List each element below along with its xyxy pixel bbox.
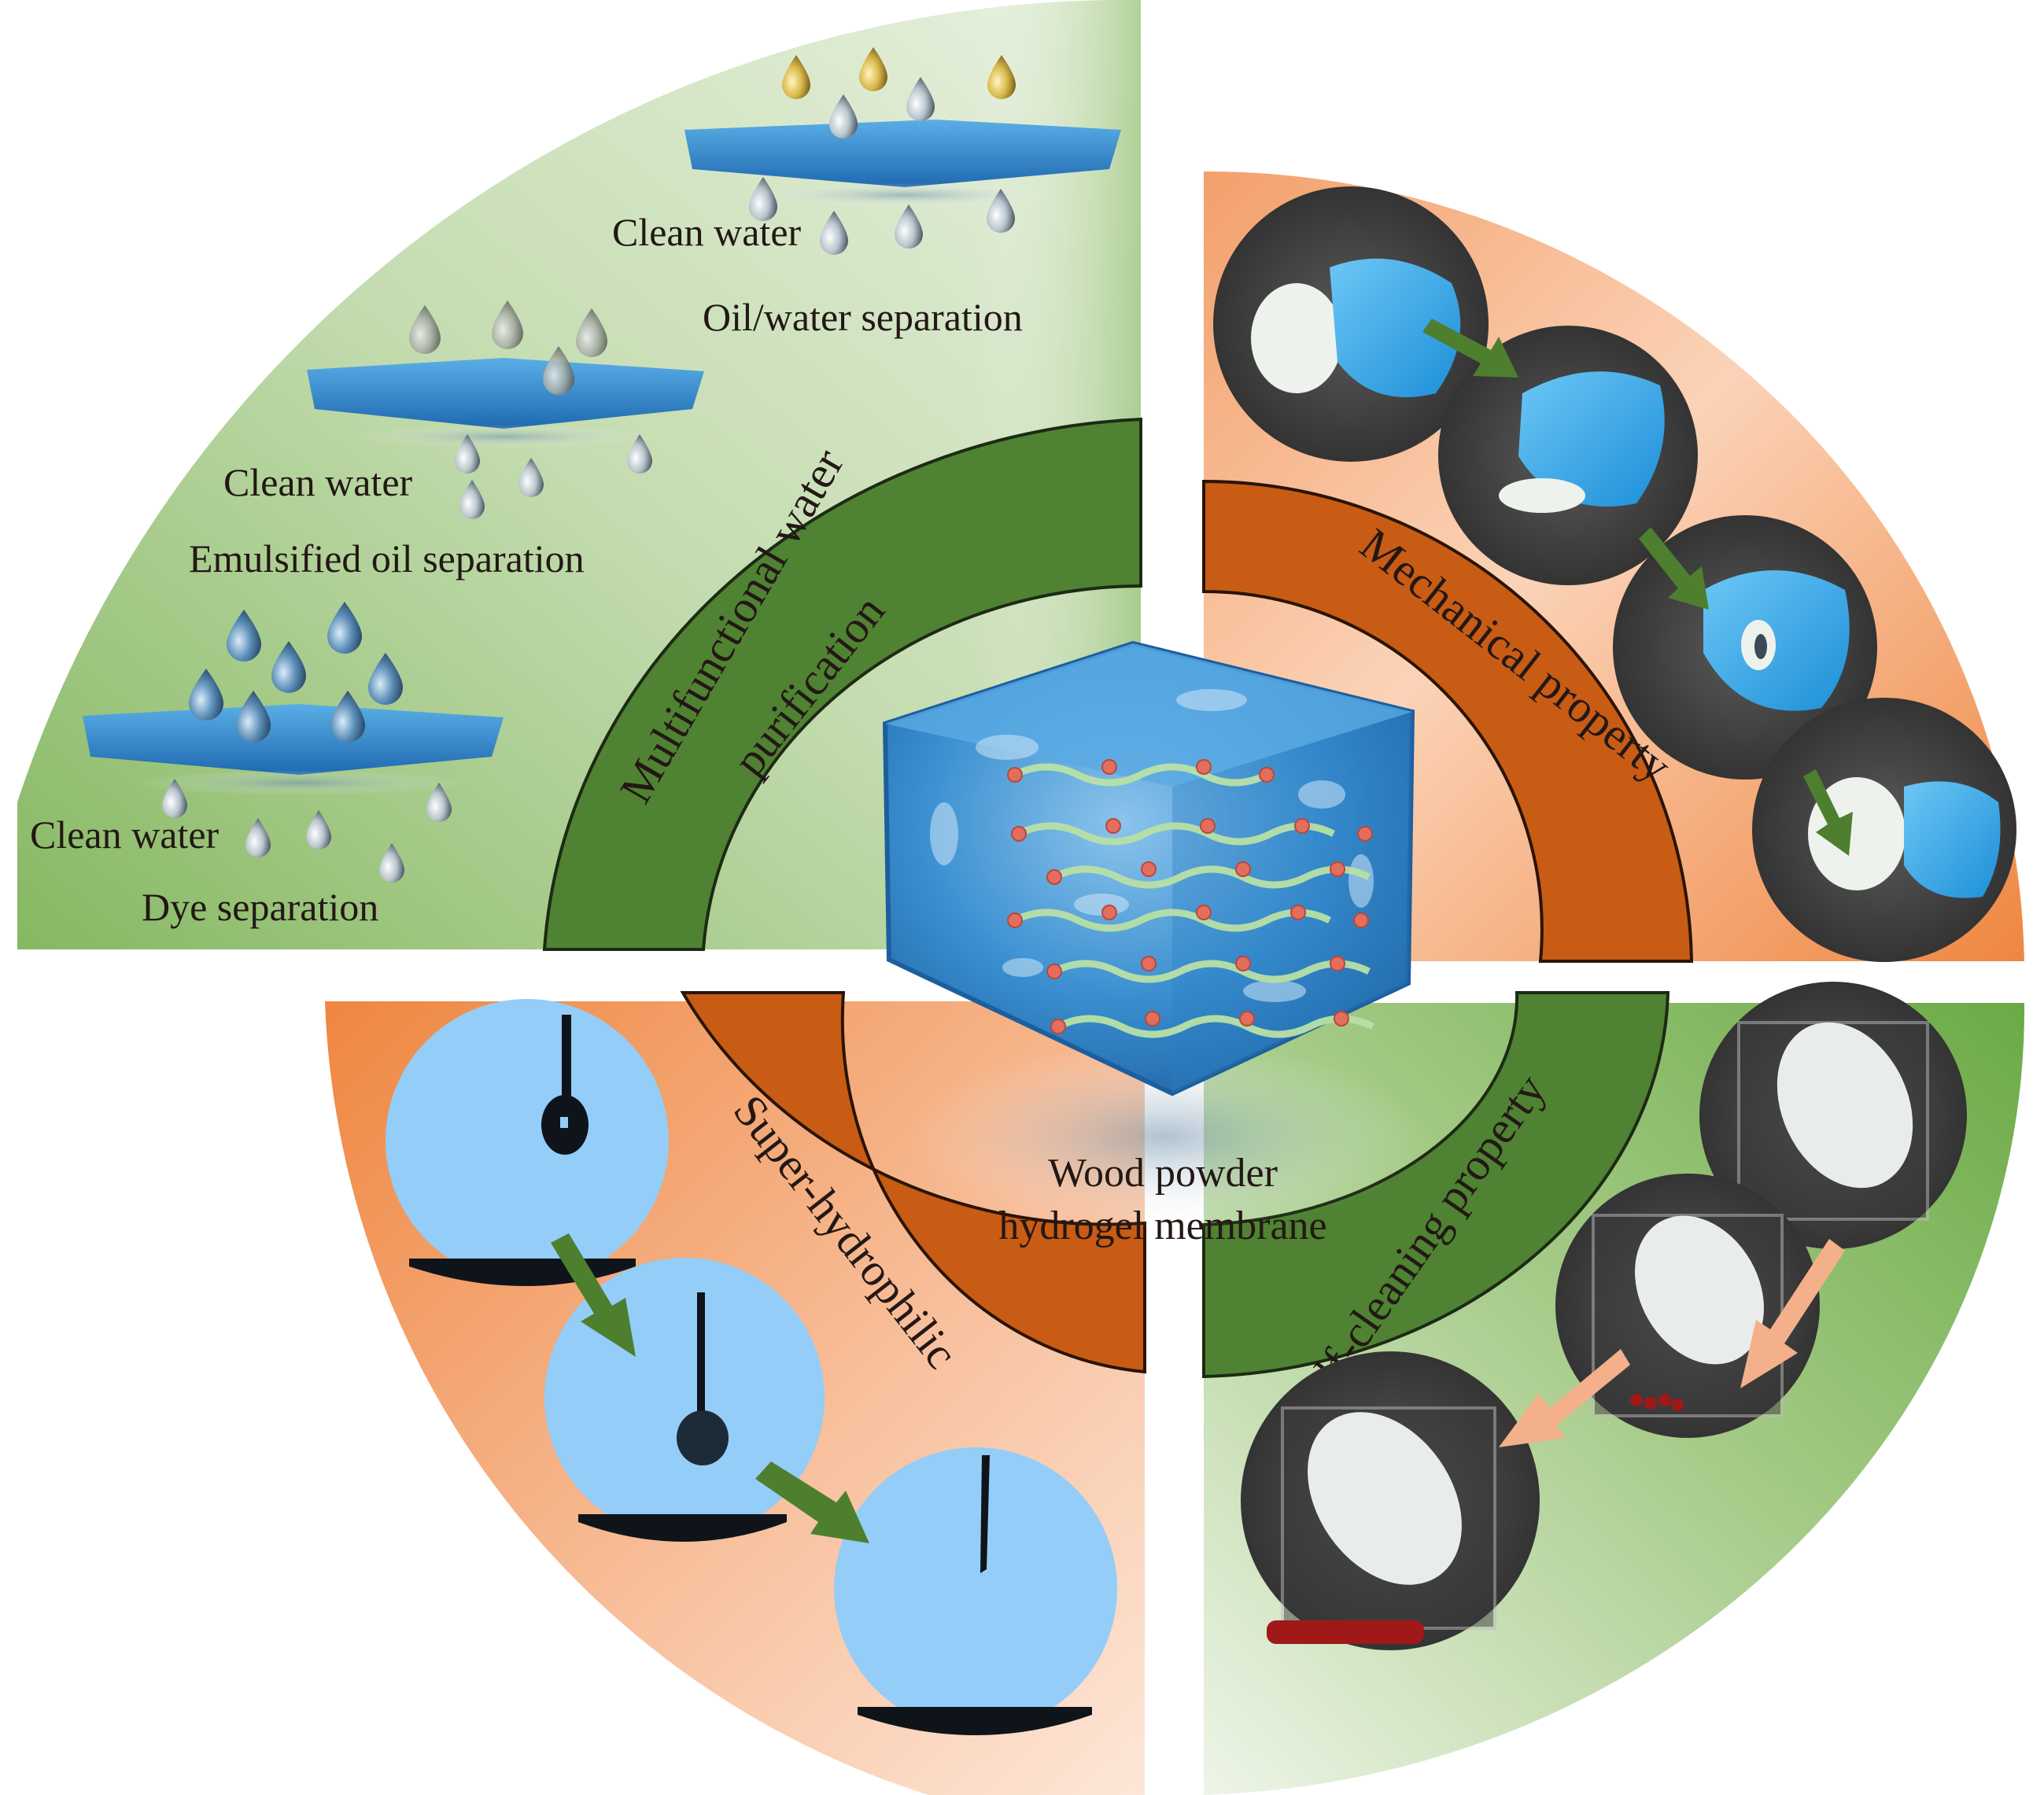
panel-mechanical: Mechanical property [1202,171,2024,963]
photo-membrane-flat [1213,186,1489,462]
arrow-icons [551,1233,869,1543]
membrane-sheet-icon [684,120,1121,208]
water-droplet-icons [749,77,1015,255]
center-title-line1: Wood powder [1048,1151,1278,1196]
crosslink-dot-icons [1007,759,1373,1034]
oil-droplet-icons [782,47,1016,99]
photo-droplet-absorbed [834,1447,1117,1735]
output-label: Clean water [30,813,220,857]
panel-water-purification: Multifunctional water purification Cle [17,0,1142,951]
arrow-icons [1422,319,1853,856]
input-label: Oil/water separation [703,295,1023,339]
photo-membrane-releasing-dye [1555,1174,1820,1438]
arrow-icons [1499,1239,1845,1447]
emulsion-droplet-icons [409,300,607,395]
output-label: Clean water [223,460,413,504]
band-super-hydrophilic [680,991,1146,1374]
photo-membrane-cleaned [1241,1351,1540,1650]
item-dye: Clean water Dye separation [30,602,504,929]
dye-droplet-icons [189,602,403,743]
panel-self-cleaning: Self-cleaning property [1202,982,2025,1795]
input-label: Emulsified oil separation [189,536,585,581]
photo-membrane-folded [1438,326,1698,585]
panel-super-hydrophilic: Super-hydrophilic [325,991,1146,1795]
cube-shadow [905,1042,1424,1231]
water-droplet-icons [455,434,652,519]
photo-membrane-recovered [1752,698,2016,962]
water-droplet-icons [162,779,452,883]
photo-droplet-hanging [386,999,669,1286]
photo-sequence [1241,982,1967,1650]
photo-sequence [1213,186,2016,962]
output-label: Clean water [612,210,802,254]
hydrogel-cube-icon [882,640,1415,1097]
item-oil-water: Clean water Oil/water separation [612,47,1121,339]
photo-sequence [386,999,1117,1735]
item-emulsified-oil: Clean water Emulsified oil separation [189,300,704,581]
polymer-chain-icons [1013,763,1375,1038]
membrane-sheet-icon [83,704,504,795]
band-mechanical [1202,479,1694,963]
center-title-line2: hydrogel membrane [998,1203,1326,1248]
membrane-sheet-icon [307,358,704,448]
input-label: Dye separation [142,885,378,929]
center-hydrogel: Wood powder hydrogel membrane [882,640,1424,1248]
photo-membrane-in-water [1699,982,1967,1249]
band-water-purification [542,417,1142,951]
